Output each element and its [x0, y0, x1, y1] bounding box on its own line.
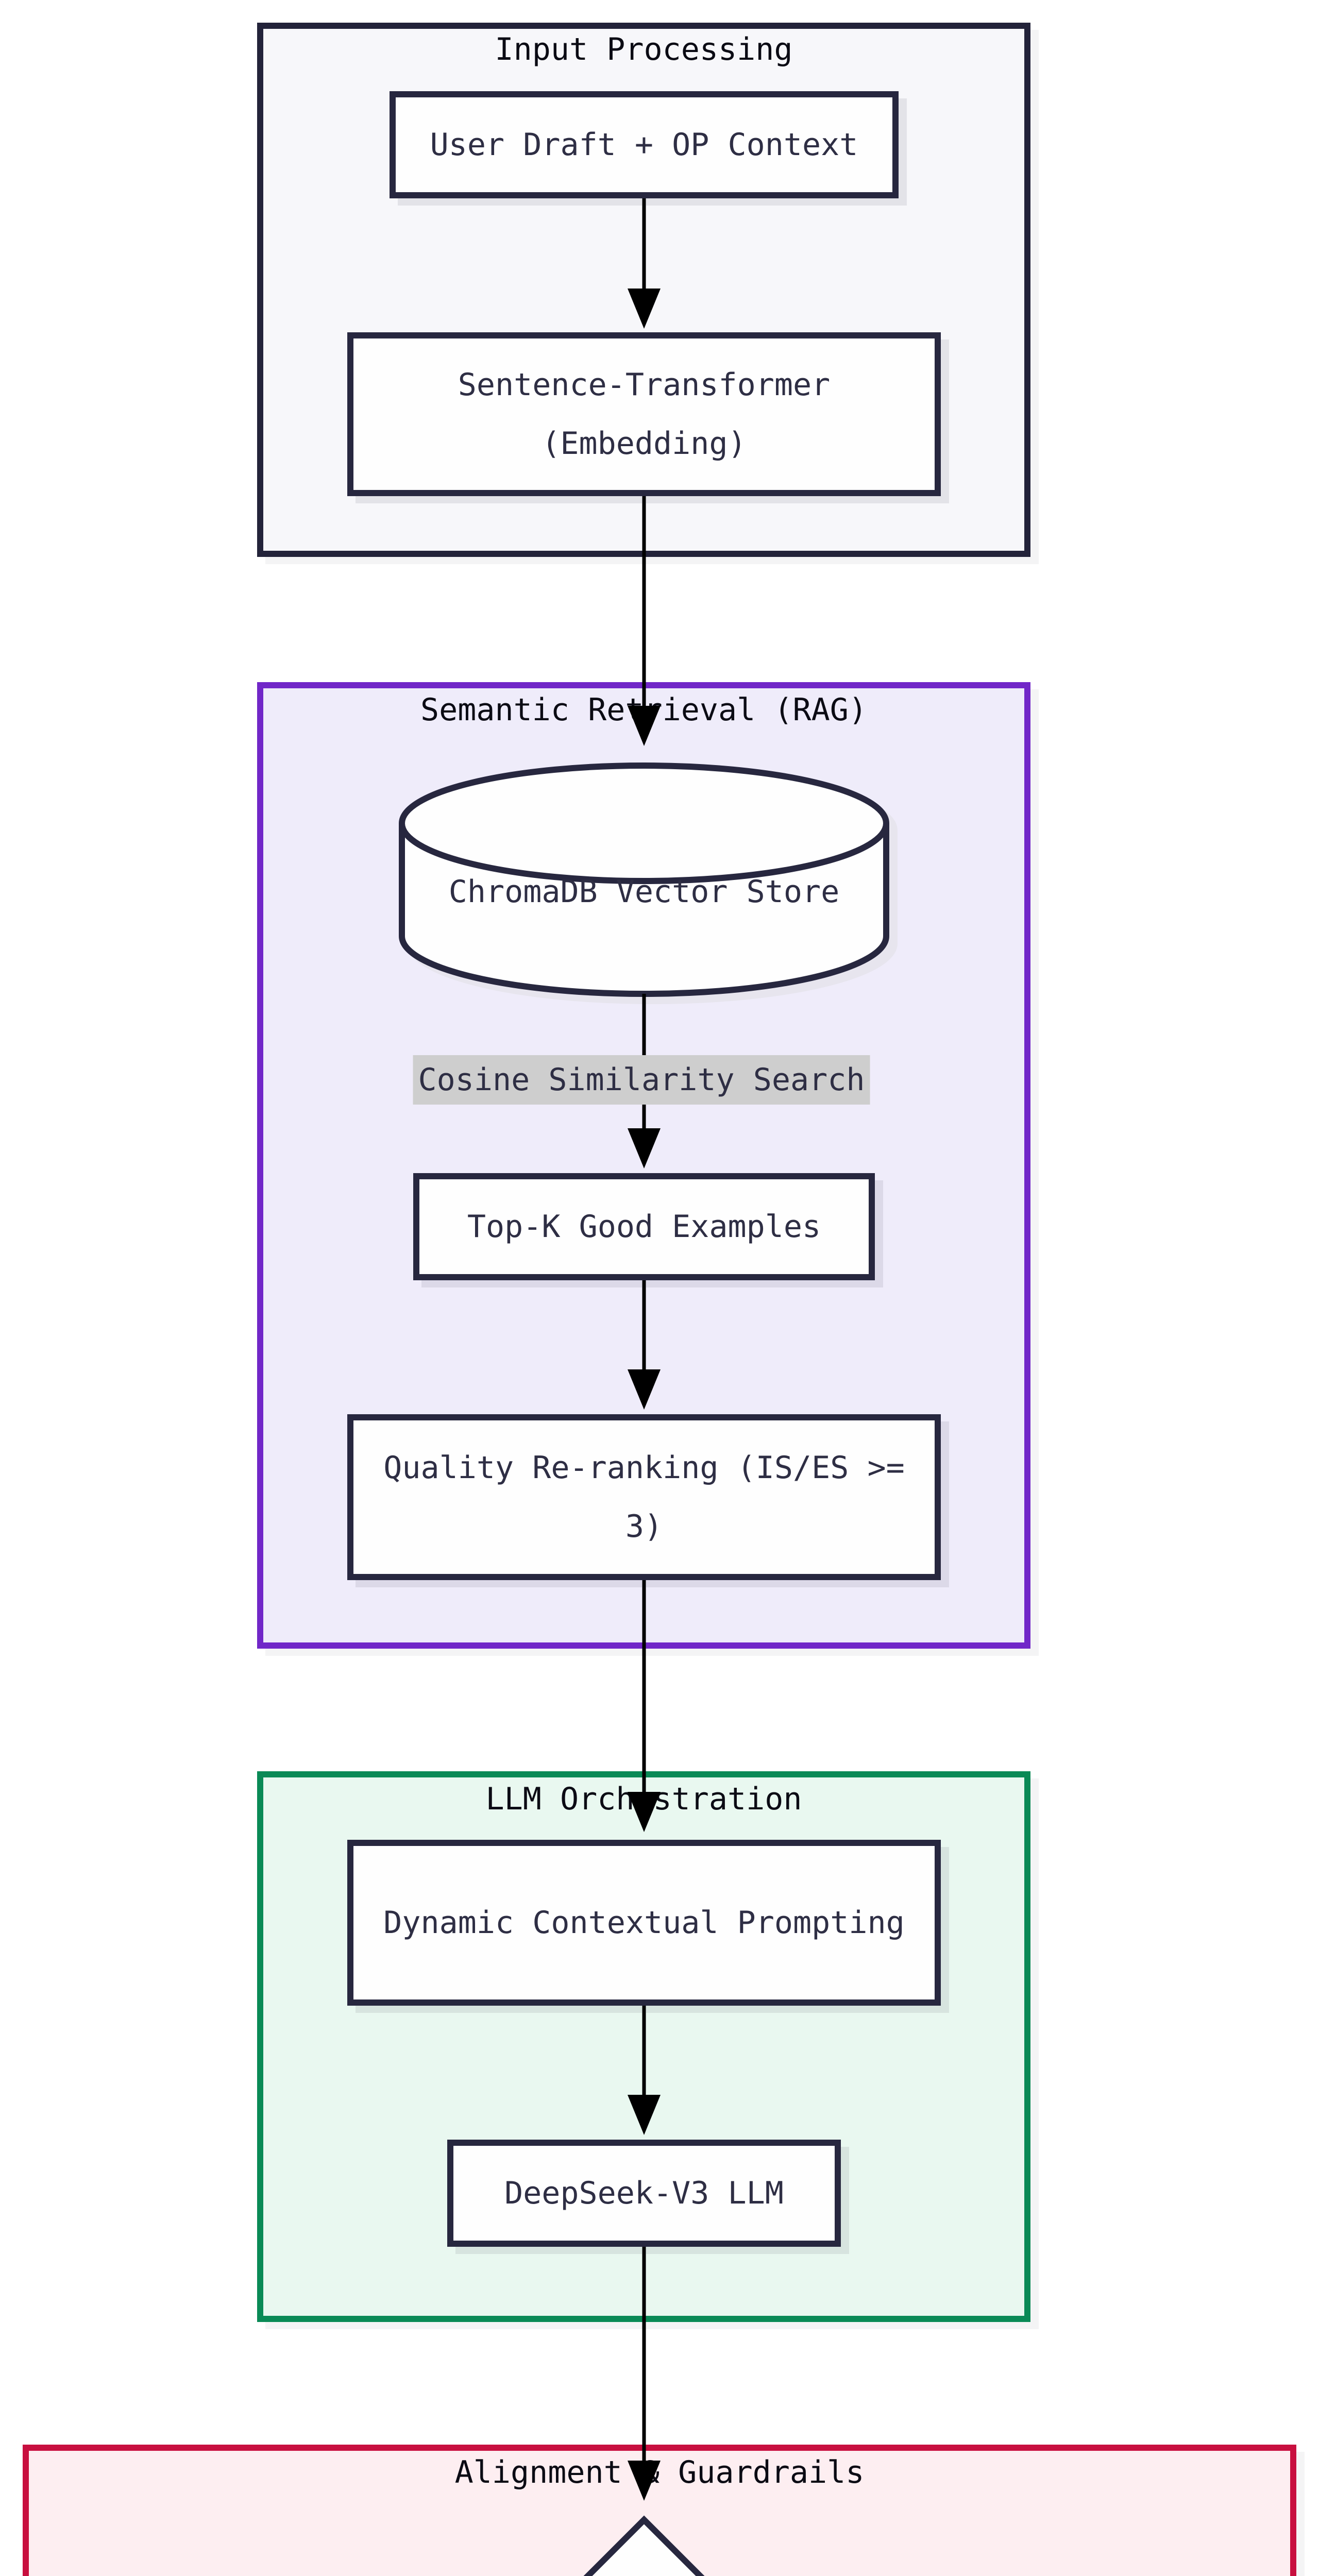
node-topk-good-examples: Top-K Good Examples	[413, 1173, 875, 1280]
node-dynamic-contextual-prompting: Dynamic Contextual Prompting	[347, 1840, 941, 2006]
node-sentence-transformer: Sentence-Transformer (Embedding)	[347, 332, 941, 496]
node-deepseek-v3-llm: DeepSeek-V3 LLM	[447, 2140, 841, 2247]
edge-label-cosine-similarity: Cosine Similarity Search	[413, 1055, 870, 1105]
diamond-safety-filter	[583, 2515, 705, 2576]
container-title-input-processing: Input Processing	[495, 31, 793, 67]
edge-arrowheads	[628, 289, 661, 2501]
node-user-draft: User Draft + OP Context	[390, 91, 899, 198]
node-quality-reranking: Quality Re-ranking (IS/ES >= 3)	[347, 1414, 941, 1580]
node-label-chromadb: ChromaDB Vector Store	[448, 874, 840, 910]
cylinder-chromadb	[399, 762, 889, 997]
